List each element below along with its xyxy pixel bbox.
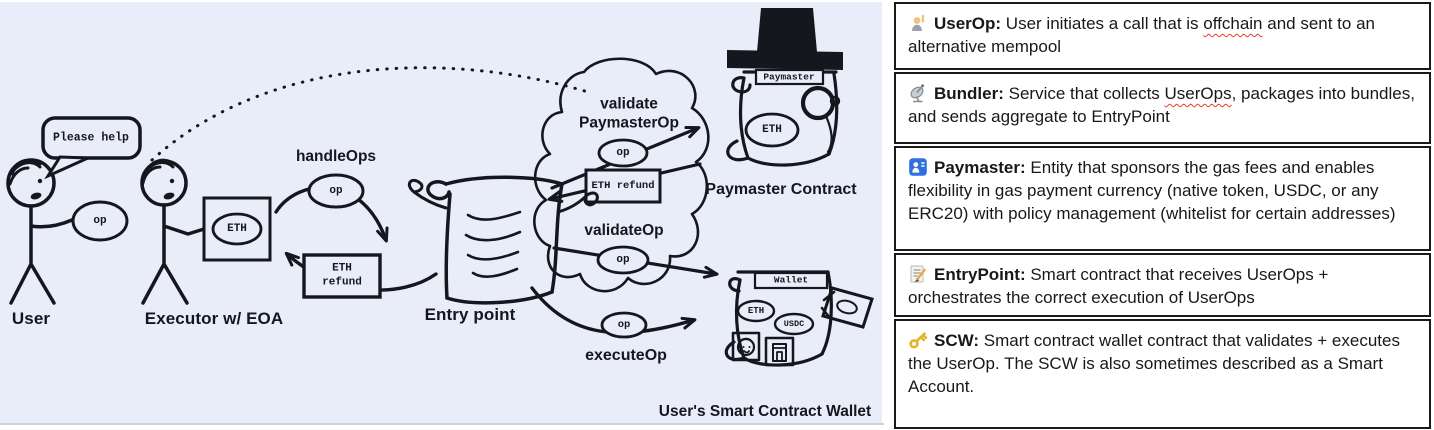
eth-ellipse-paymaster: [744, 112, 800, 148]
usdc-ellipse-wallet: [773, 312, 815, 336]
handleops-label: handleOps: [295, 148, 377, 165]
panel-text-segment: UserOp:: [934, 14, 1002, 33]
op-ellipse-cloud-bottom: [596, 245, 650, 275]
panel-text-segment: Bundler:: [934, 84, 1004, 103]
user-figure: [6, 116, 142, 305]
panel-text-segment: SCW:: [934, 331, 980, 350]
avatar-tile: [731, 331, 761, 362]
executeop-label: executeOp: [585, 347, 667, 364]
op-ellipse-cloud-top: [597, 138, 649, 168]
bottom-divider: [0, 423, 884, 425]
panel-text-segment: and sent to an alternative mempool: [908, 14, 1375, 56]
eth-ellipse-wallet: [736, 299, 776, 323]
eth-refund-label: ETH refund: [322, 262, 362, 288]
op-label-handleops: op: [329, 185, 343, 197]
top-hat-icon: [757, 8, 817, 52]
executor-figure: [140, 158, 272, 305]
speech-bubble: [41, 116, 142, 160]
validateop-label: validateOp: [584, 222, 664, 239]
panel-text-segment: EntryPoint:: [934, 265, 1026, 284]
satellite-antenna-icon: [910, 84, 924, 103]
offchain-dotted-arc: [150, 66, 590, 162]
op-label-executeop: op: [617, 319, 631, 331]
panel-text-segment: Smart contract wallet contract that vali…: [908, 331, 1400, 396]
panel-row-bundler: Bundler: Service that collects UserOps, …: [894, 72, 1431, 144]
op-ellipse-handleops: [307, 173, 365, 209]
eth-ellipse-eoa: [211, 212, 263, 246]
op-tokens: [302, 138, 662, 339]
panel-text-segment: , packages into bundles, and sends aggre…: [908, 84, 1415, 126]
eth-label-wallet: ETH: [747, 306, 765, 316]
scw-label: User's Smart Contract Wallet: [658, 403, 872, 420]
eth-label-paymaster: ETH: [762, 124, 782, 136]
entry-point-scroll: [407, 175, 599, 305]
paymaster-banner-box: [754, 68, 825, 86]
op-label-cloud-top: op: [616, 147, 630, 159]
panel-text-segment: Entity that sponsors the gas fees and en…: [908, 158, 1396, 223]
wallet-scroll: [724, 270, 874, 367]
executor-label: Executor w/ EOA: [144, 309, 284, 328]
panel-text-segment: offchain: [1203, 14, 1263, 33]
cloud-eth-refund-label: ETH refund: [591, 180, 655, 192]
op-ellipse-user: [71, 200, 129, 242]
executeop-arrow: [530, 286, 697, 335]
op-ellipse-executeop: [600, 311, 648, 339]
eth-label-eoa: ETH: [227, 223, 247, 235]
key-icon: [909, 332, 928, 349]
op-label-cloud-bottom: op: [616, 254, 630, 266]
panel-row-entrypoint: EntryPoint: Smart contract that receives…: [894, 253, 1431, 317]
speech-bubble-text: Please help: [53, 131, 129, 145]
definitions-panel: UserOp: User initiates a call that is of…: [894, 2, 1431, 429]
panel-text-segment: Paymaster:: [934, 158, 1026, 177]
panel-text-segment: Service that collects: [1003, 84, 1165, 103]
bank-tile: [764, 336, 795, 367]
paymaster-banner-label: Paymaster: [763, 71, 815, 83]
panel-row-paymaster: Paymaster: Entity that sponsors the gas …: [894, 146, 1431, 251]
usdc-label-wallet: USDC: [783, 319, 805, 329]
wallet-banner-box: [753, 271, 829, 290]
paymaster-contract-label: Paymaster Contract: [705, 181, 857, 198]
panel-row-scw: SCW: Smart contract wallet contract that…: [894, 319, 1431, 429]
panel-text-segment: UserOps: [1164, 84, 1232, 103]
paymaster-contract-figure: [726, 8, 843, 167]
banknote-icon: [821, 286, 874, 329]
validate-paymaster-op-label: validate PaymasterOp: [579, 95, 679, 132]
eth-refund-box: [302, 253, 382, 299]
monocle-icon: [800, 85, 836, 121]
memo-icon: [910, 265, 926, 283]
panel-row-userop: UserOp: User initiates a call that is of…: [894, 2, 1431, 70]
op-label-user: op: [93, 215, 107, 227]
account-abstraction-diagram: Please help op ETH handleOps op ETH refu…: [0, 2, 882, 423]
validation-cloud: [533, 57, 710, 293]
user-label: User: [11, 309, 51, 328]
passport-control-icon: [909, 158, 927, 176]
diagram-drawing: [6, 8, 874, 367]
person-raising-hand-icon: [912, 14, 925, 31]
entry-point-label: Entry point: [424, 305, 516, 324]
wallet-banner-label: Wallet: [773, 274, 809, 286]
panel-text-segment: User initiates a call that is: [1001, 14, 1204, 33]
panel-text-segment: Smart contract that receives UserOps + o…: [908, 265, 1329, 307]
